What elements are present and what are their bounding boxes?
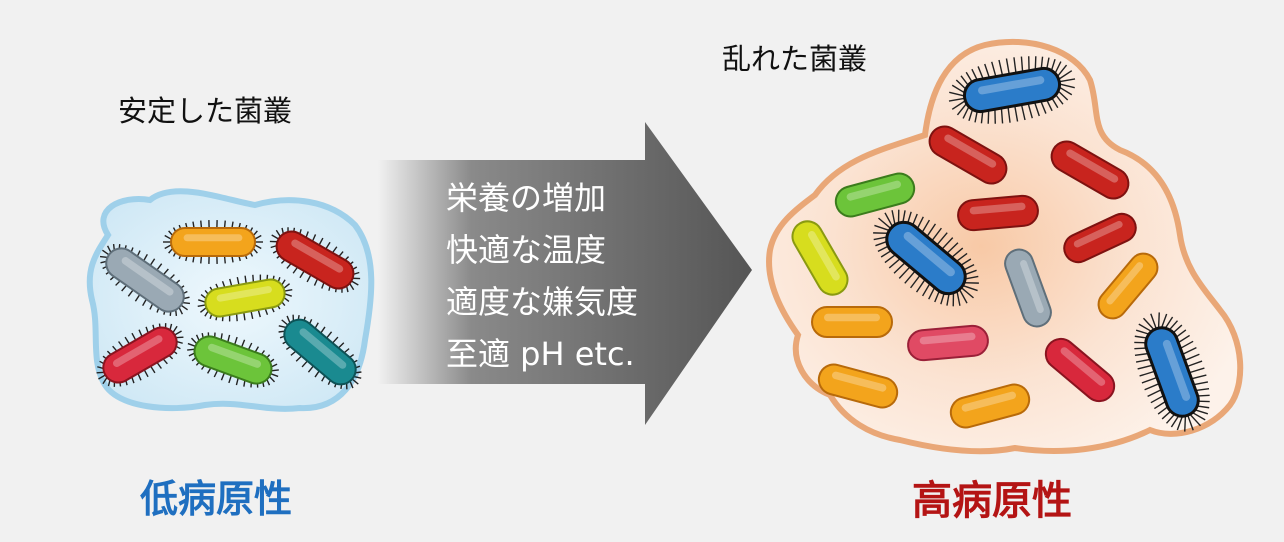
bacterium-icon (957, 194, 1039, 232)
factor-item: 至適 pH etc. (446, 335, 635, 373)
bacterium-icon (269, 227, 361, 293)
bacterium-icon (948, 56, 1076, 124)
bacterium-icon (187, 332, 279, 388)
bacterium-icon (99, 243, 191, 317)
factor-item: 栄養の増加 (446, 179, 607, 217)
bacterium-icon (278, 314, 362, 390)
bacterium-icon (1063, 212, 1137, 264)
bacterium-icon (949, 383, 1031, 429)
bacterium-icon (163, 220, 263, 264)
growth-factors-list: 栄養の増加 快適な温度 適度な嫌気度 至適 pH etc. (446, 172, 638, 380)
transition-arrow (378, 122, 752, 425)
bacterium-icon (1097, 252, 1159, 320)
bacterium-icon (834, 172, 916, 218)
bacterium-icon (791, 220, 849, 296)
bacterium-icon (1050, 140, 1130, 200)
disturbed-colony-cluster (766, 39, 1244, 455)
bacterium-icon (1004, 248, 1052, 328)
bacterium-icon (817, 363, 899, 409)
bacterium-icon (907, 324, 989, 362)
high-pathogenicity-label: 高病原性 (912, 478, 1072, 524)
bacterium-icon (1044, 337, 1116, 403)
bacterium-icon (928, 125, 1008, 185)
low-pathogenicity-label: 低病原性 (140, 477, 293, 521)
bacterium-icon (811, 306, 893, 338)
factor-item: 適度な嫌気度 (446, 283, 639, 321)
factor-item: 快適な温度 (446, 231, 607, 269)
bacterium-icon (197, 274, 293, 322)
bacterium-icon (873, 209, 979, 307)
bacterium-icon (1134, 312, 1210, 432)
disturbed-flora-label: 乱れた菌叢 (722, 42, 868, 76)
stable-flora-label: 安定した菌叢 (118, 94, 293, 128)
bacterium-icon (96, 323, 184, 387)
